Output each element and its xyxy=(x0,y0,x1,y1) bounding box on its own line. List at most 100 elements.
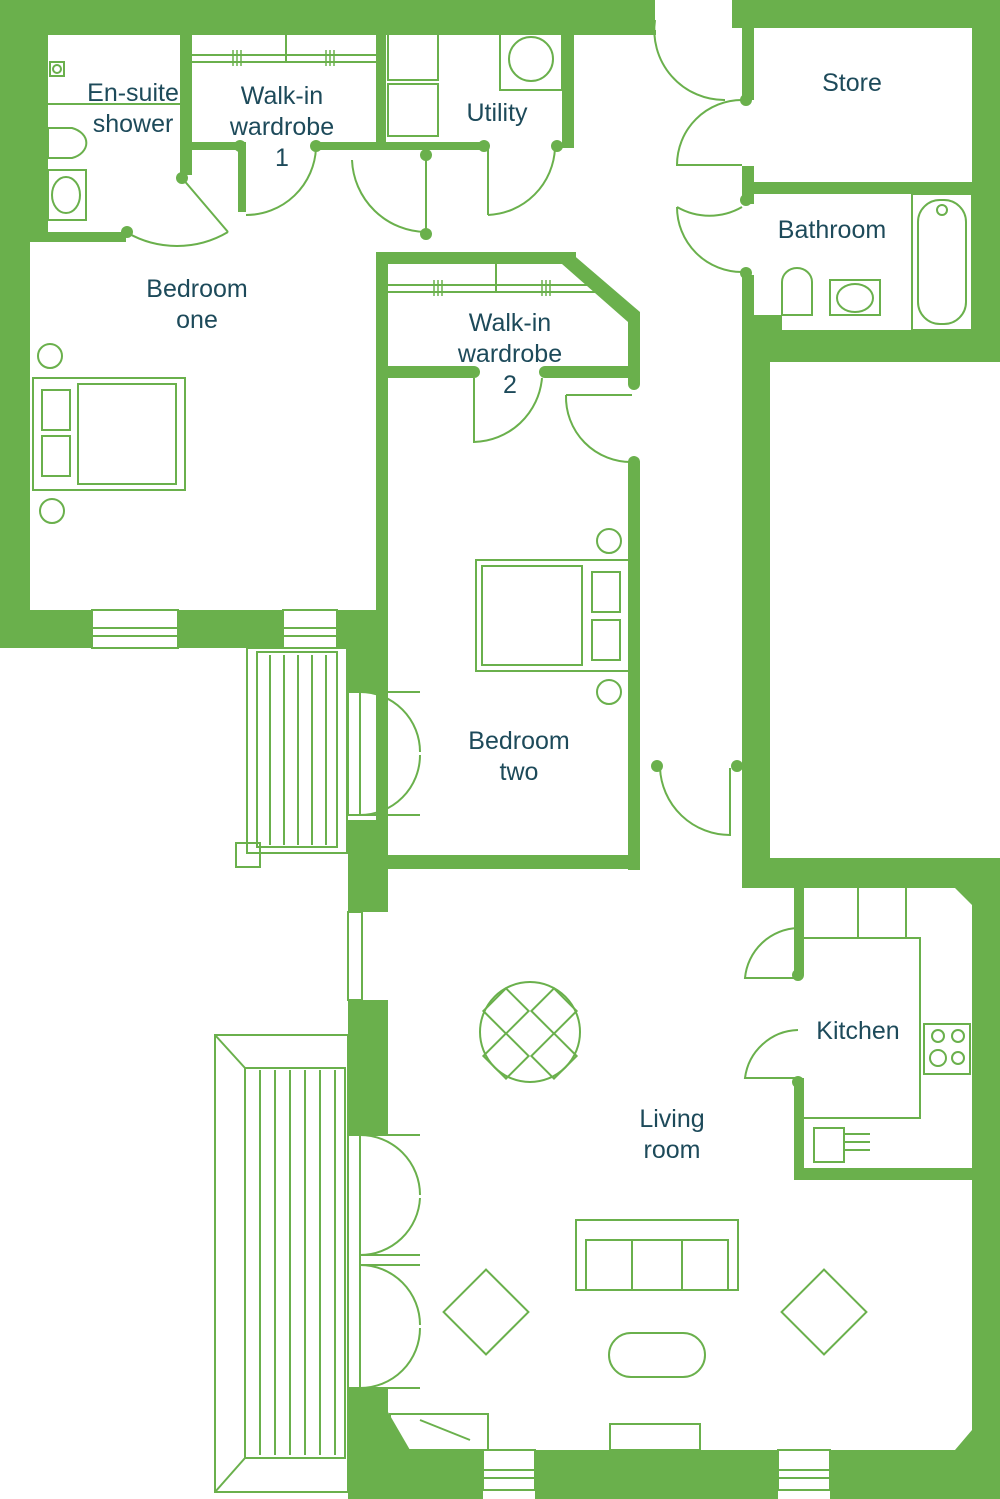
door-store-swing xyxy=(675,99,743,166)
bedroom-two-bed xyxy=(475,528,630,705)
wall-wardrobe-divider xyxy=(376,35,386,147)
armchair-right xyxy=(780,1268,868,1356)
double-bed xyxy=(32,377,186,491)
doors xyxy=(121,19,804,1389)
bedside-lamp-bottom xyxy=(39,498,65,524)
door-bed1-balcony-swing xyxy=(359,691,421,816)
wall-living-left-a xyxy=(348,820,388,912)
living-furniture xyxy=(389,1219,868,1451)
wall-living-top-right xyxy=(742,858,1000,888)
utility-appliances xyxy=(387,27,563,137)
bath-toilet xyxy=(781,267,813,316)
door-bed2-lower-swing xyxy=(659,767,731,837)
shower-valve xyxy=(49,61,65,77)
wall-bed2-top xyxy=(376,252,576,264)
wall-corner-tr xyxy=(955,888,972,905)
wall-right-lower xyxy=(972,858,1000,1499)
wall-kitchen-left xyxy=(794,885,804,975)
wall-right-upper xyxy=(972,0,1000,340)
wall-corridor-right-upper xyxy=(742,28,754,100)
bath-tub xyxy=(911,193,973,331)
bathroom-fixtures xyxy=(781,193,973,331)
wall-bed1-right xyxy=(376,252,388,867)
wall-wardrobe2-bottom-b xyxy=(545,366,640,378)
door-hinges xyxy=(121,94,804,1088)
wall-top-right xyxy=(732,0,1000,28)
wall-wardrobe2-angle xyxy=(562,252,640,322)
wall-corner-bl xyxy=(388,1412,410,1450)
boiler xyxy=(499,27,563,91)
dryer xyxy=(387,83,439,137)
door-kitchen-bottom-swing xyxy=(743,1029,799,1079)
door-bath-swing xyxy=(676,206,743,273)
door-kitchen-top-swing xyxy=(743,927,799,979)
bedside-lamp-top xyxy=(37,343,63,369)
door-frame-bed1-balcony xyxy=(347,691,361,816)
wall-ensuite-inner xyxy=(30,35,48,235)
door-entrance-swing-left xyxy=(653,19,726,102)
label-kitchen: Kitchen xyxy=(816,1017,899,1045)
wall-living-bottom-b xyxy=(535,1450,778,1499)
hob xyxy=(923,1023,971,1075)
ensuite-fixtures xyxy=(47,61,180,221)
wall-ensuite-bottom xyxy=(20,232,126,242)
wall-utility-right xyxy=(562,28,574,148)
dining-table xyxy=(479,981,581,1083)
wall-bedroom-one-bottom-b xyxy=(178,610,283,648)
bedroom-one-bed xyxy=(32,343,186,524)
wall-wardrobe1-bottom-b xyxy=(316,142,426,150)
double-bed-two xyxy=(475,559,630,672)
wall-left-outer xyxy=(0,0,30,648)
window-living-left xyxy=(347,911,363,1001)
wall-wardrobe1-left-stub xyxy=(238,142,246,212)
sofa xyxy=(575,1219,739,1291)
coffee-table xyxy=(608,1332,706,1378)
washing-machine xyxy=(387,27,439,81)
label-utility: Utility xyxy=(466,99,528,127)
wall-kitchen-left-b xyxy=(794,1078,804,1178)
windows xyxy=(91,609,831,1491)
wall-wardrobe2-bottom-a xyxy=(376,366,474,378)
ensuite-basin xyxy=(47,169,87,221)
balcony-bed1 xyxy=(235,647,348,868)
bedside-lamp-two-top xyxy=(596,528,622,554)
wall-ensuite-right xyxy=(180,35,192,175)
wall-kitchen-bottom xyxy=(794,1168,972,1180)
label-store: Store xyxy=(822,69,882,97)
wall-bed2-left-lower xyxy=(348,640,388,692)
wall-wardrobe1-bottom xyxy=(192,142,240,150)
wardrobe1-rail xyxy=(192,35,376,66)
wall-bed2-right xyxy=(628,462,640,870)
kitchen-units xyxy=(804,888,971,1163)
door-frame-living-balcony xyxy=(347,1134,361,1389)
door-living-balcony-swing-b xyxy=(359,1264,421,1389)
dining-set xyxy=(479,981,581,1083)
bedside-lamp-two-bottom xyxy=(596,679,622,705)
wall-store-bottom xyxy=(742,182,972,194)
wall-utility-bottom xyxy=(426,142,484,150)
wall-bedroom-one-bottom-a xyxy=(0,610,92,648)
door-utility-swing-a xyxy=(351,150,427,234)
wall-living-left-b xyxy=(348,1000,388,1135)
wardrobe2-rail xyxy=(388,264,602,296)
side-unit xyxy=(389,1413,489,1451)
wall-bed2-bottom xyxy=(376,855,640,869)
door-bed2-swing xyxy=(564,394,633,464)
door-wardrobe2-swing xyxy=(473,377,543,444)
label-bathroom: Bathroom xyxy=(778,216,886,244)
wall-living-bottom-a xyxy=(348,1450,483,1499)
wall-living-bottom-c xyxy=(830,1450,1000,1499)
armchair-left xyxy=(442,1268,530,1356)
door-ensuite-swing xyxy=(125,177,229,247)
tv-unit xyxy=(609,1423,701,1451)
wall-top-left xyxy=(0,0,655,35)
